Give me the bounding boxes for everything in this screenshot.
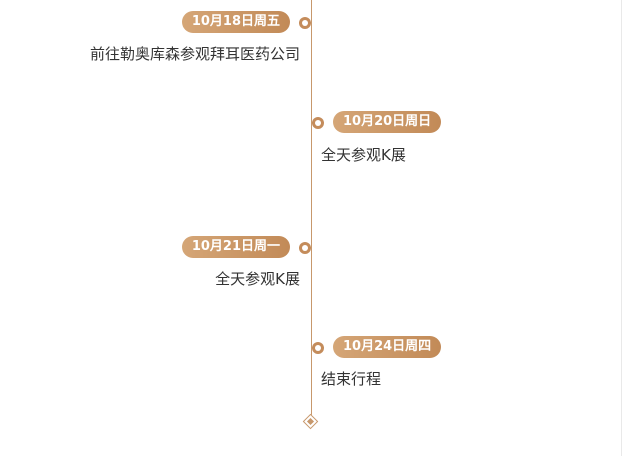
timeline-node-icon — [299, 17, 311, 29]
event-date-badge: 10月24日周四 — [333, 336, 442, 358]
timeline-node-icon — [299, 242, 311, 254]
timeline-axis-line — [311, 0, 312, 420]
event-description: 前往勒奥库森参观拜耳医药公司 — [89, 45, 300, 63]
event-date-badge: 10月20日周日 — [333, 111, 442, 133]
timeline-node-icon — [312, 117, 324, 129]
timeline-end-diamond-icon — [302, 413, 319, 430]
event-date-badge: 10月18日周五 — [181, 11, 290, 33]
timeline-node-icon — [312, 342, 324, 354]
event-description: 全天参观K展 — [215, 270, 300, 288]
event-description: 结束行程 — [321, 370, 382, 388]
event-description: 全天参观K展 — [321, 146, 406, 164]
event-date-badge: 10月21日周一 — [181, 236, 290, 258]
